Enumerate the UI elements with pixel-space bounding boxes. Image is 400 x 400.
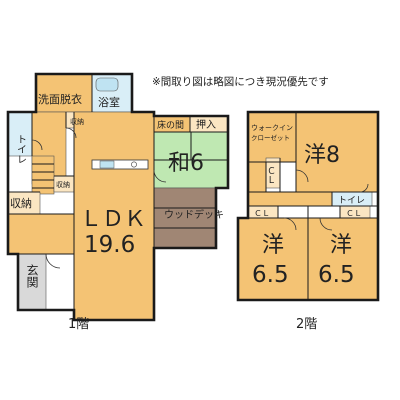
label-oshiire: 押入 (196, 118, 216, 131)
bathtub (95, 77, 119, 92)
label-bath: 浴室 (98, 95, 120, 109)
label-closet-2f: ＣＬ (265, 166, 275, 184)
label-room-65a-size: 6.5 (252, 262, 289, 288)
label-toilet-2f: トイレ (338, 196, 365, 206)
label-tokonoma: 床の間 (157, 119, 184, 131)
label-washitsu: 和6 (168, 151, 204, 176)
label-ldk-size: 19.6 (84, 232, 135, 258)
corridor-1f (7, 213, 75, 255)
stove (131, 161, 137, 168)
washroom (35, 73, 93, 113)
label-walkin-1: ウォークイン (251, 124, 293, 132)
floor-2-label: 2階 (296, 317, 317, 332)
floor-1-label: 1階 (68, 317, 89, 332)
disclaimer-note: ※間取り図は略図につき現況優先です (152, 75, 329, 88)
label-toilet-1f: トイレ (15, 134, 27, 164)
label-entrance: 玄関 (25, 263, 39, 288)
label-cl-right: ＣＬ (346, 209, 362, 218)
floor-2: ウォークイン クローゼット ＣＬ 洋8 トイレ ＣＬ ＣＬ 洋 6.5 洋 6.… (236, 110, 380, 332)
label-room-8: 洋8 (304, 143, 340, 168)
room-65b (307, 217, 379, 301)
label-storage-top: 収納 (70, 117, 84, 126)
sink (99, 160, 115, 169)
label-ldk-name: ＬＤＫ (80, 207, 146, 232)
label-walkin-2: クローゼット (251, 133, 290, 142)
label-deck: ウッドデッキ (164, 208, 224, 221)
room-65a (237, 217, 309, 301)
label-room-65a-name: 洋 (262, 233, 284, 258)
walkin-closet (247, 111, 297, 163)
label-cl-left: ＣＬ (254, 209, 270, 218)
label-washroom: 洗面脱衣 (38, 92, 82, 106)
kitchen-counter (91, 159, 149, 170)
stairs-1f (31, 155, 55, 195)
wood-deck (153, 187, 217, 249)
label-storage-left: 収納 (10, 197, 32, 210)
room-8 (295, 111, 379, 193)
floor-1: 洗面脱衣 浴室 トイレ 収納 収納 収納 玄関 ＬＤＫ 19.6 床の間 押入 … (6, 72, 230, 332)
label-storage-mid: 収納 (56, 180, 70, 189)
hall-2f (247, 191, 333, 207)
label-room-65b-size: 6.5 (318, 262, 355, 288)
label-room-65b-name: 洋 (330, 233, 352, 258)
